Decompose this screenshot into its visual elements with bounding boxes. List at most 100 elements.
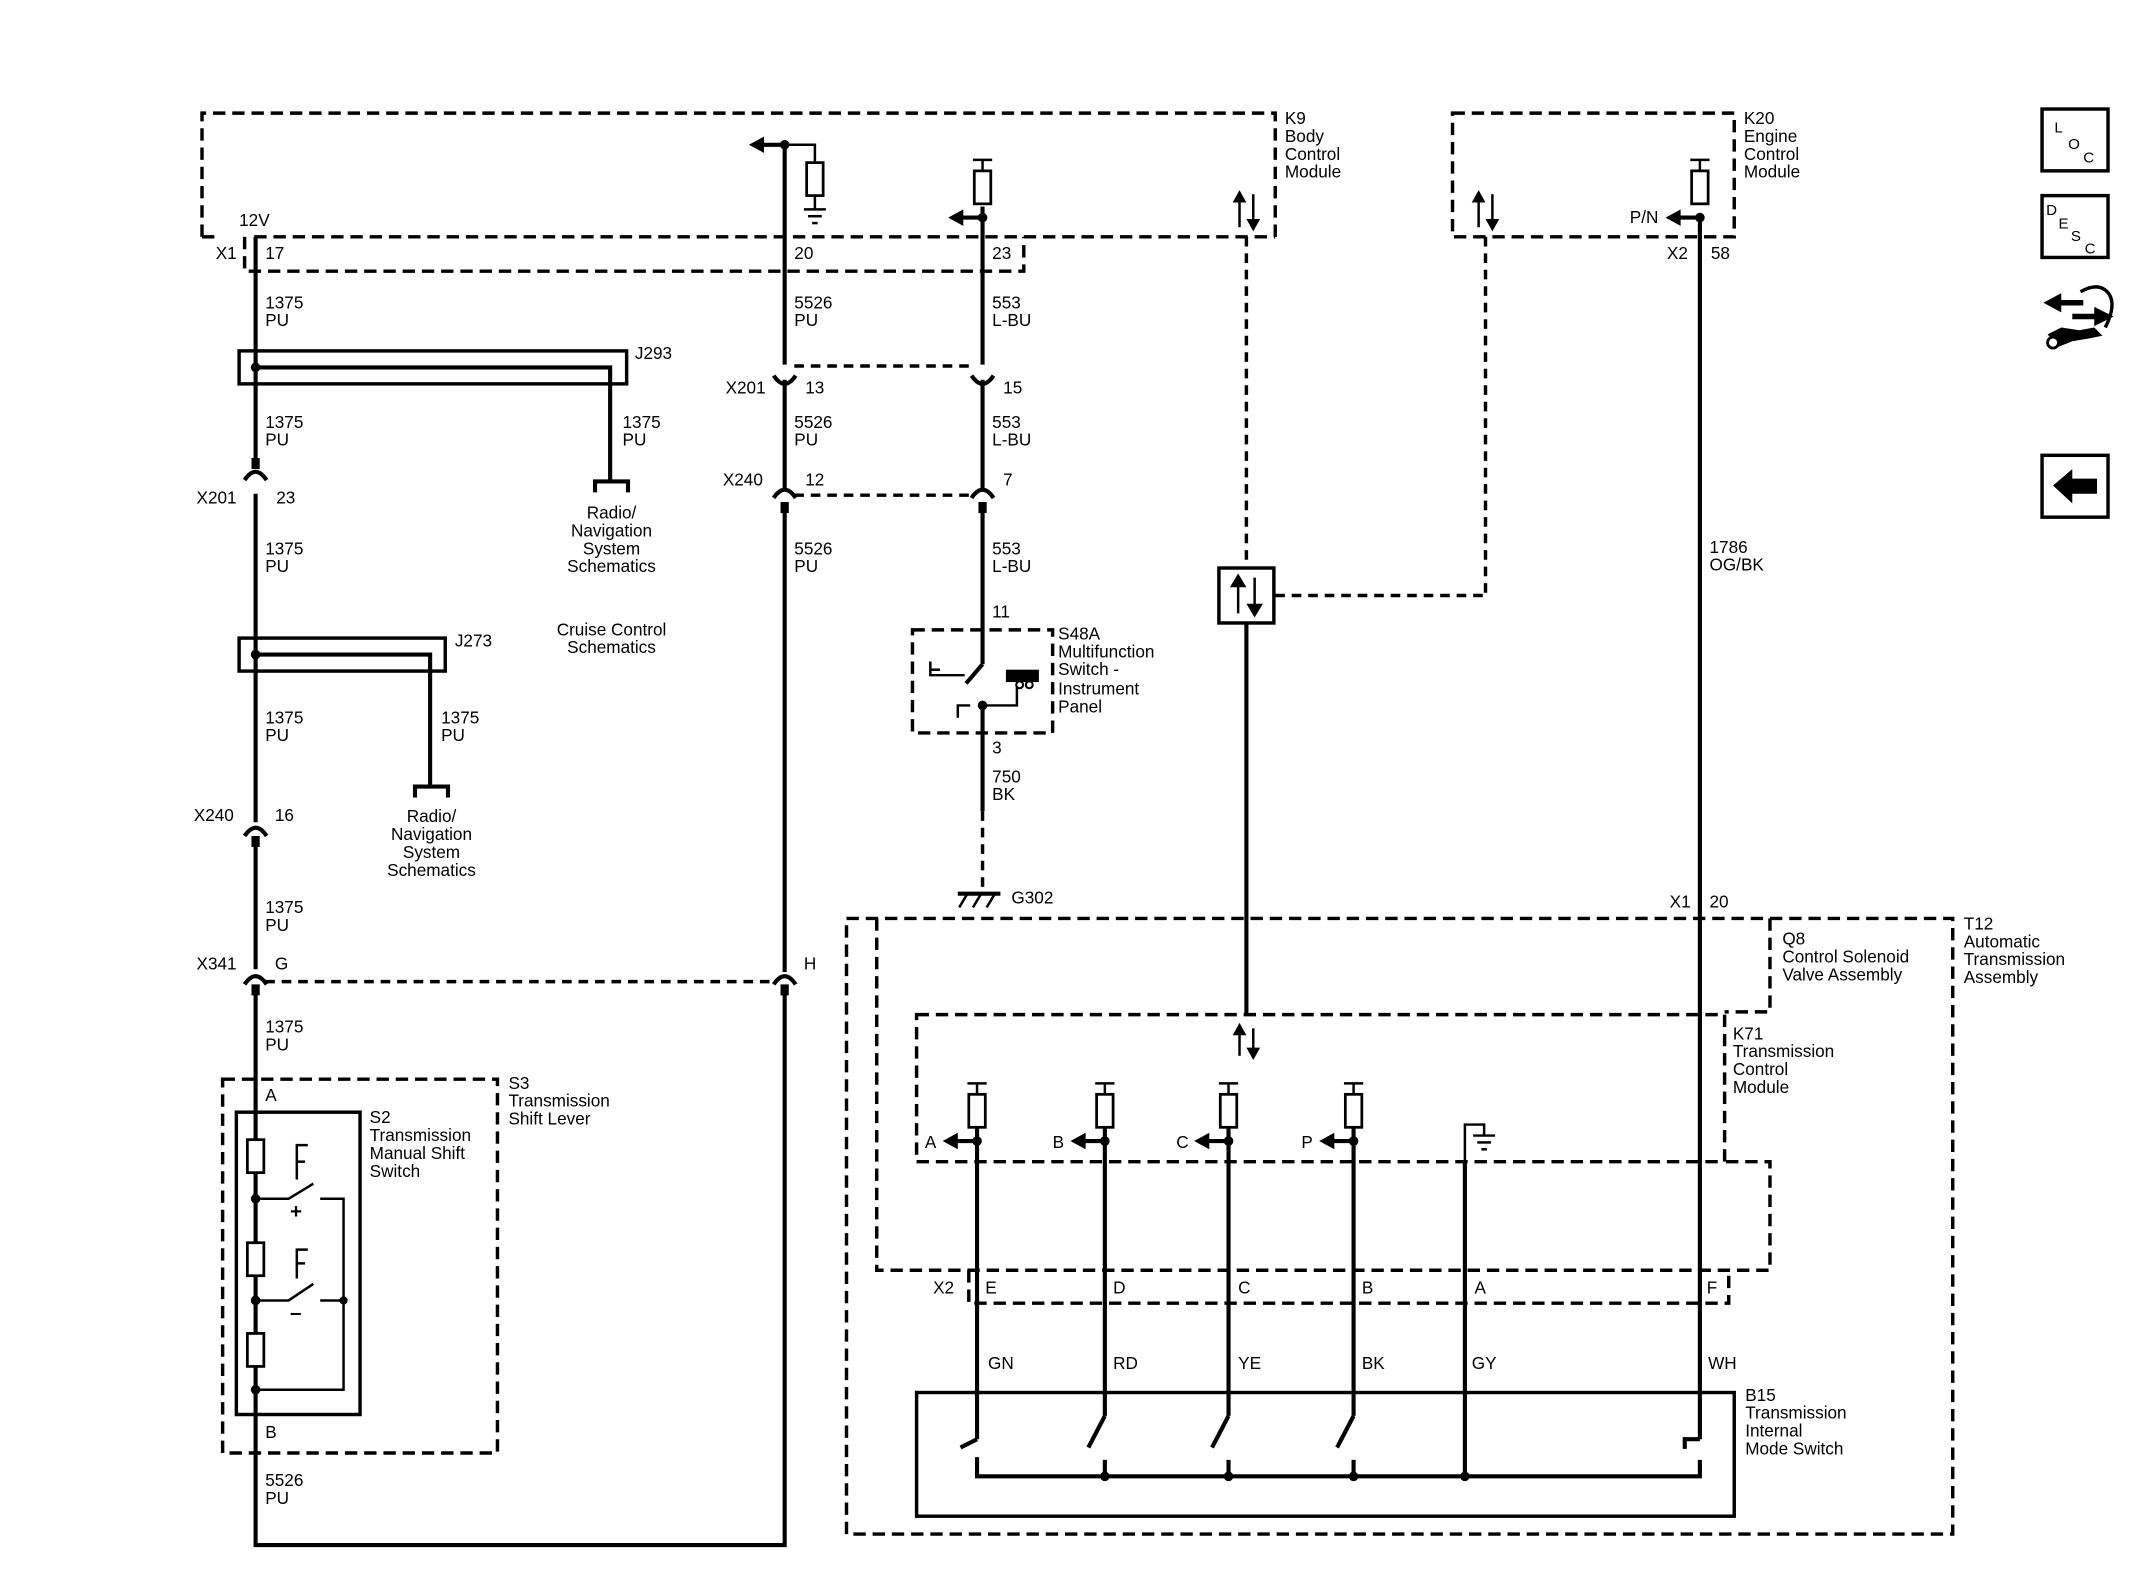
voltage-label: 12V <box>239 210 270 230</box>
splice-j293: J293 <box>237 343 672 482</box>
ref-line: System <box>403 842 460 862</box>
wire-label-num: 750 <box>992 766 1021 786</box>
s2-name-2: Manual Shift <box>370 1143 466 1163</box>
radio-navigation-reference-1[interactable]: Radio/ Navigation System Schematics <box>567 479 656 576</box>
k71-name-3: Module <box>1733 1077 1789 1097</box>
s48a-name-1: Multifunction <box>1058 641 1154 661</box>
wire-label-color: PU <box>265 725 289 745</box>
pin-x201-13: 13 <box>805 377 824 397</box>
cruise-control-reference[interactable]: Cruise Control Schematics <box>557 619 667 657</box>
location-button[interactable]: L O C <box>2040 107 2110 173</box>
back-arrow-icon <box>2053 469 2098 504</box>
pin-s3-b: B <box>265 1422 276 1442</box>
k71-circuit-p <box>1319 1082 1364 1416</box>
s48a-name-4: Panel <box>1058 696 1102 716</box>
signal-c-label: C <box>1176 1132 1188 1152</box>
ref-line: Schematics <box>567 556 656 576</box>
ref-line: System <box>583 538 640 558</box>
t12-name-2: Transmission <box>1964 949 2065 969</box>
signal-b-label: B <box>1053 1132 1064 1152</box>
t12-name-1: Automatic <box>1964 931 2041 951</box>
wire-label-color: L-BU <box>992 430 1031 450</box>
s3-name-1: Transmission <box>508 1091 609 1111</box>
t12-automatic-transmission-assembly: T12 Automatic Transmission Assembly <box>844 913 2065 1536</box>
wire-color-gn: GN <box>988 1353 1014 1373</box>
x341-label: X341 <box>197 953 237 973</box>
k9-name-3: Module <box>1285 162 1341 182</box>
s2-ref: S2 <box>370 1107 391 1127</box>
wire-label-color: PU <box>265 430 289 450</box>
desc-letter-c: C <box>2085 240 2096 257</box>
q8-control-solenoid-valve-assembly: Q8 Control Solenoid Valve Assembly <box>875 918 1909 1272</box>
s2-switch-internals: + – <box>245 1112 348 1415</box>
pin-x201-23: 23 <box>276 487 295 507</box>
x2-connector-bracket <box>967 1270 1731 1305</box>
pin-x2-c: C <box>1238 1278 1250 1298</box>
pin-k9-17: 17 <box>265 243 284 263</box>
loc-letter-c: C <box>2083 150 2094 167</box>
s48a-ref: S48A <box>1058 623 1101 643</box>
g302-ground-icon: G302 <box>957 887 1053 909</box>
pin-s48a-3: 3 <box>992 738 1002 758</box>
q8-ref: Q8 <box>1782 929 1805 949</box>
splice-j273: J273 <box>237 630 492 787</box>
ref-line: Navigation <box>571 520 652 540</box>
wire-label-num: 1375 <box>265 707 303 727</box>
x1-k9-label: X1 <box>216 243 237 263</box>
pin-x240-7: 7 <box>1003 470 1013 490</box>
desc-letter-e: E <box>2059 216 2069 233</box>
description-button[interactable]: D E S C <box>2040 193 2110 260</box>
k9-name-1: Body <box>1285 126 1325 146</box>
wire-label-color: PU <box>265 310 289 330</box>
wire-label-color: PU <box>265 556 289 576</box>
k71-data-arrow-icon <box>1232 1022 1261 1060</box>
gateway-icon <box>1217 566 1276 625</box>
b15-name-1: Transmission <box>1745 1403 1846 1423</box>
k9-body-control-module: K9 Body Control Module <box>200 108 1341 273</box>
q8-name-2: Valve Assembly <box>1782 964 1902 984</box>
k9-name-2: Control <box>1285 144 1340 164</box>
wire-label-num: 5526 <box>265 1470 303 1490</box>
wire-label-num: 553 <box>992 538 1021 558</box>
ref-line: Radio/ <box>587 503 637 523</box>
pin-x240-12: 12 <box>805 470 824 490</box>
k20-ref: K20 <box>1744 108 1775 128</box>
ref-line: Schematics <box>387 860 476 880</box>
ref-line: Navigation <box>391 824 472 844</box>
wire-color-ye: YE <box>1238 1353 1261 1373</box>
k71-name-1: Transmission <box>1733 1041 1834 1061</box>
radio-navigation-reference-2[interactable]: Radio/ Navigation System Schematics <box>387 784 476 880</box>
x1-t12-label: X1 <box>1670 891 1691 911</box>
s2-name-1: Transmission <box>370 1125 471 1145</box>
x2-k20-label: X2 <box>1667 243 1688 263</box>
wire-label-color: PU <box>794 430 818 450</box>
pin-x341-h: H <box>804 953 816 973</box>
wire-label-color: PU <box>794 556 818 576</box>
inline-connector-symbols <box>242 374 996 996</box>
b15-transmission-internal-mode-switch: B15 Transmission Internal Mode Switch <box>914 1385 1847 1518</box>
ref-line: Schematics <box>567 637 656 657</box>
k20-engine-control-module: K20 Engine Control Module <box>1450 108 1800 239</box>
pin-x2-e: E <box>985 1278 996 1298</box>
loc-letter-o: O <box>2068 136 2080 153</box>
pin-x2-a: A <box>1475 1278 1487 1298</box>
k9-internal-circuits: 12V <box>239 136 1261 232</box>
s48a-name-3: Instrument <box>1058 678 1139 698</box>
back-arrow-button[interactable] <box>2040 453 2110 519</box>
s3-name-2: Shift Lever <box>508 1109 590 1129</box>
wire-labels: 1375 PU 1375 PU 1375 PU 1375 PU 1375 PU … <box>265 292 1764 1508</box>
wire-label-color: PU <box>441 725 465 745</box>
k71-circuit-b <box>1070 1082 1115 1416</box>
wire-label-color: PU <box>623 430 647 450</box>
pin-s3-a: A <box>265 1085 277 1105</box>
wire-label-color: OG/BK <box>1709 555 1764 575</box>
s2-plus-label: + <box>290 1200 302 1223</box>
x240-left-label: X240 <box>194 805 234 825</box>
connector-repair-icon[interactable] <box>2043 285 2114 350</box>
loc-letter-l: L <box>2054 119 2062 136</box>
pn-label: P/N <box>1630 207 1659 227</box>
t12-name-3: Assembly <box>1964 967 2039 987</box>
pin-k20-58: 58 <box>1711 243 1730 263</box>
s2-name-3: Switch <box>370 1161 421 1181</box>
